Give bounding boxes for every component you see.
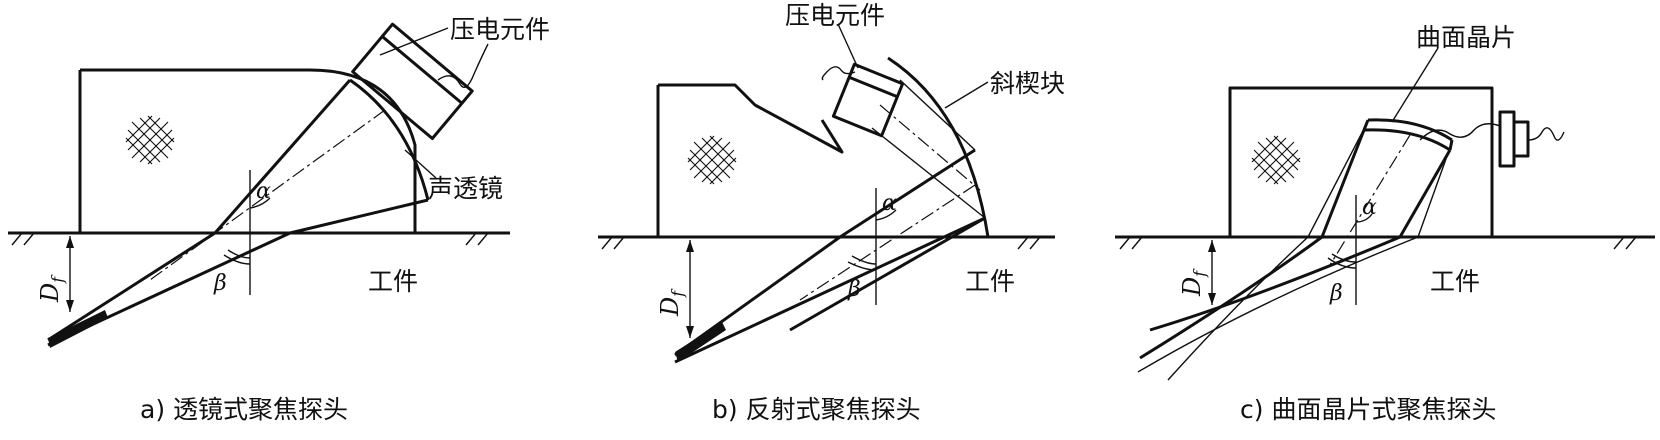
panel-a-beta-arc <box>227 249 251 259</box>
panel-b-damping-mesh <box>687 135 737 185</box>
panel-b-reflective-probe: Df 压电元件 斜楔块 工件 α β b) 反射式聚焦探头 <box>598 1 1065 424</box>
panel-b-alpha-arc <box>875 209 897 221</box>
panel-b-beta-arc <box>851 255 877 265</box>
panel-a-alpha-symbol: α <box>256 179 271 204</box>
panel-a-workpiece-label: 工件 <box>368 267 418 296</box>
panel-c-beam-axis <box>1329 134 1411 266</box>
panel-a-damping-mesh <box>125 115 175 165</box>
panel-a-focused-beam <box>47 79 429 348</box>
panel-a-surface-hatch <box>11 232 489 246</box>
panel-a-acoustic-lens <box>349 78 430 201</box>
panel-c-caption: c) 曲面晶片式聚焦探头 <box>1240 395 1496 424</box>
panel-a-beta-symbol: β <box>213 271 227 296</box>
panel-a-cable <box>437 43 489 88</box>
panel-c-cable <box>1419 123 1501 141</box>
panel-c-crystal-label: 曲面晶片 <box>1416 23 1516 52</box>
panel-c-focused-beam <box>1137 124 1452 381</box>
panel-c-beta-arc <box>1331 253 1357 263</box>
panel-b-surface-hatch <box>601 236 1041 250</box>
panel-b-focused-beam <box>674 79 986 364</box>
panel-b-piezo-element <box>831 62 905 138</box>
panel-c-surface-hatch <box>1119 236 1637 250</box>
panel-a-depth-symbol: Df <box>36 274 67 303</box>
panel-b-workpiece-label: 工件 <box>965 267 1015 296</box>
panel-c-depth-symbol: Df <box>1178 268 1209 297</box>
panel-c-alpha-symbol: α <box>1362 195 1377 220</box>
panel-a-probe-housing <box>78 68 417 233</box>
panel-b-beta-symbol: β <box>847 277 861 302</box>
panel-a-depth-dimension <box>66 236 74 312</box>
panel-c-workpiece-label: 工件 <box>1430 267 1480 296</box>
panel-c-connector <box>1498 110 1530 168</box>
panel-c-crystal-leader <box>1391 47 1439 123</box>
panel-b-wedge-leader <box>944 81 989 109</box>
panel-a-beam-axis <box>149 109 386 281</box>
panel-b-alpha-symbol: α <box>882 191 897 216</box>
panel-a-element-label: 压电元件 <box>450 15 550 44</box>
panel-c-beta-symbol: β <box>1329 281 1343 306</box>
panel-c-curved-crystal <box>1362 118 1454 152</box>
panel-b-wedge-label: 斜楔块 <box>990 69 1065 98</box>
panel-b-depth-symbol: Df <box>656 288 687 317</box>
panel-b-beam-axis <box>879 104 981 191</box>
panel-b-element-label: 压电元件 <box>785 1 885 30</box>
panel-a-lens-probe: Df 压电元件 声透镜 工件 α β a) 透镜式聚焦探头 <box>8 15 550 424</box>
panel-a-caption: a) 透镜式聚焦探头 <box>140 395 348 424</box>
panel-a-lens-label: 声透镜 <box>428 174 503 203</box>
panel-c-curved-crystal-probe: Df 曲面晶片 工件 α β c) 曲面晶片式聚焦探头 <box>1115 23 1655 424</box>
panel-c-damping-mesh <box>1251 135 1301 185</box>
panel-c-alpha-arc <box>1355 213 1373 223</box>
panel-b-wedge-housing <box>656 83 844 237</box>
panel-b-cable <box>821 66 856 81</box>
panel-b-depth-dimension <box>686 240 694 338</box>
panel-a-element-leader <box>379 27 449 56</box>
panel-a-lens-leader <box>404 149 437 179</box>
panel-c-probe-housing <box>1228 86 1494 239</box>
panel-a-alpha-arc <box>249 197 271 209</box>
panel-a-piezo-element <box>351 22 474 141</box>
panel-b-caption: b) 反射式聚焦探头 <box>712 395 921 424</box>
panel-b-element-leader <box>837 23 859 69</box>
panel-c-depth-dimension <box>1208 240 1216 305</box>
